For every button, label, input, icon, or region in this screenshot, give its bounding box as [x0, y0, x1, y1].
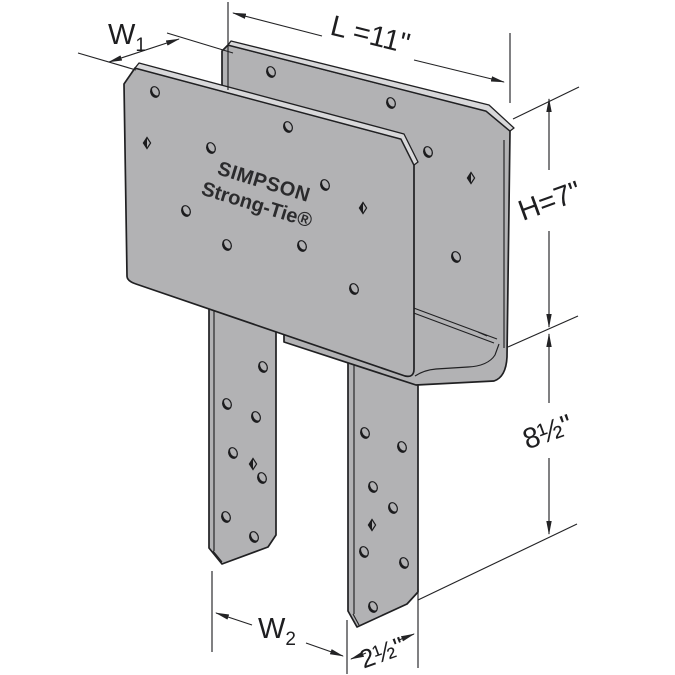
extension-line: [166, 32, 234, 54]
dimension-label-length: L =11": [327, 10, 413, 61]
extension-line: [507, 315, 579, 348]
dimension-height: H=7": [507, 86, 586, 348]
dimension-label-w2: W2: [258, 613, 296, 650]
extension-line: [77, 52, 137, 71]
dimension-label-strap-width: 2½": [355, 631, 408, 675]
dimension-label-w1: W1: [108, 19, 146, 56]
dimension-line: [350, 651, 367, 660]
dimension-line: [305, 642, 344, 657]
dimension-line: [413, 59, 505, 83]
right-column-strap: [347, 344, 419, 628]
dimension-w1: W1: [77, 19, 234, 71]
dimension-line: [398, 633, 415, 642]
extension-line: [512, 86, 580, 120]
dimension-line: [232, 12, 323, 37]
extension-line: [417, 523, 578, 601]
dimension-line: [215, 612, 253, 626]
dimension-w2: W2: [211, 571, 348, 674]
dimension-label-height: H=7": [514, 176, 585, 228]
dimension-line: [108, 38, 180, 63]
dimension-label-strap-length: 8½": [519, 409, 578, 456]
front-side-plate: SIMPSON Strong-Tie®: [123, 62, 419, 378]
left-column-strap: [208, 299, 277, 565]
